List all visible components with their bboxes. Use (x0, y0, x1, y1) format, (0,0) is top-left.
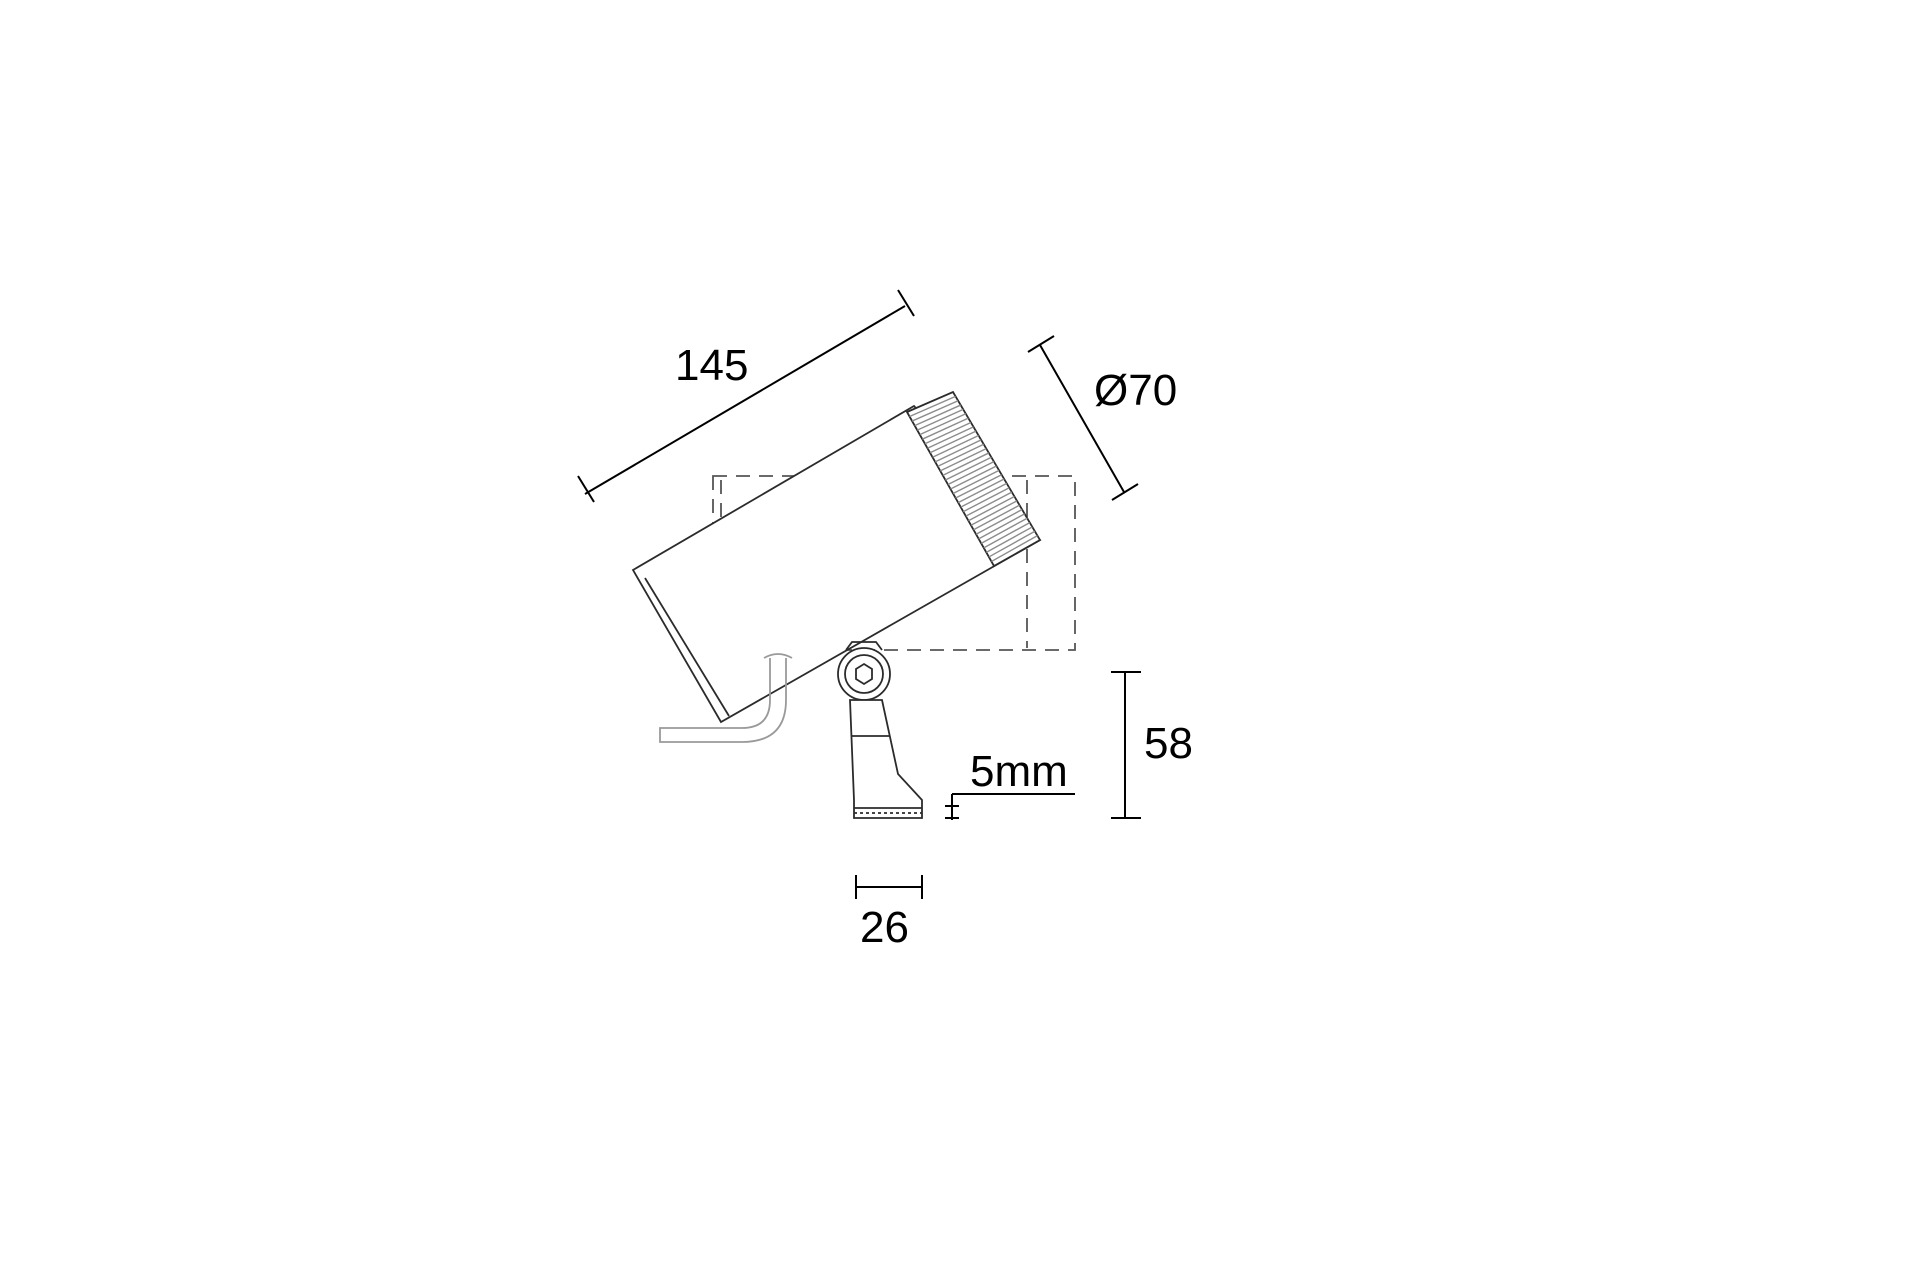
knurl-line (975, 508, 1023, 535)
knurl-line (934, 439, 982, 463)
plate-thickness-value: 5mm (970, 747, 1068, 796)
knurl-line (922, 417, 969, 440)
knurl-line (950, 465, 997, 490)
knurl-line (937, 443, 985, 467)
mounting-bracket (837, 641, 923, 819)
knurl-line (960, 482, 1008, 508)
knurl-line (962, 487, 1010, 513)
height-value: 58 (1144, 719, 1193, 768)
plate-thickness-dimension: 5mm (945, 747, 1075, 820)
knurl-line (965, 491, 1013, 517)
knurl-line (978, 513, 1025, 540)
knurl-line (927, 426, 974, 449)
knurl-line (911, 400, 959, 422)
length-value: 145 (675, 341, 748, 390)
knurl-line (914, 404, 961, 427)
knurl-line (952, 469, 1000, 495)
knurl-line (980, 517, 1028, 544)
knurl-line (970, 500, 1018, 526)
knurl-line (916, 408, 964, 431)
knurl-line (973, 504, 1020, 531)
knurl-line (988, 530, 1036, 558)
knurl-line (919, 413, 967, 436)
knurl-line (929, 430, 977, 454)
knurl-line (947, 461, 995, 486)
knurl-line (957, 478, 1005, 504)
cable-exit (659, 653, 793, 743)
knurl-line (932, 434, 979, 458)
knurl-line (955, 474, 1002, 499)
diameter-value: Ø70 (1094, 366, 1177, 415)
knurl-line (909, 395, 956, 418)
base-width-dimension: 26 (855, 875, 923, 952)
knurl-line (968, 495, 1015, 522)
knurled-front-ring (905, 390, 1042, 568)
knurl-line (991, 535, 1038, 563)
knurl-line (983, 521, 1031, 549)
length-dimension: 145 (577, 289, 915, 503)
knurl-line (924, 421, 972, 445)
knurl-line (942, 452, 990, 477)
knurl-line (985, 526, 1033, 554)
base-width-value: 26 (860, 903, 909, 952)
knurl-line (945, 456, 992, 481)
knurl-line (939, 447, 987, 472)
height-dimension: 58 (1111, 671, 1193, 819)
diameter-dimension: Ø70 (1027, 335, 1177, 501)
